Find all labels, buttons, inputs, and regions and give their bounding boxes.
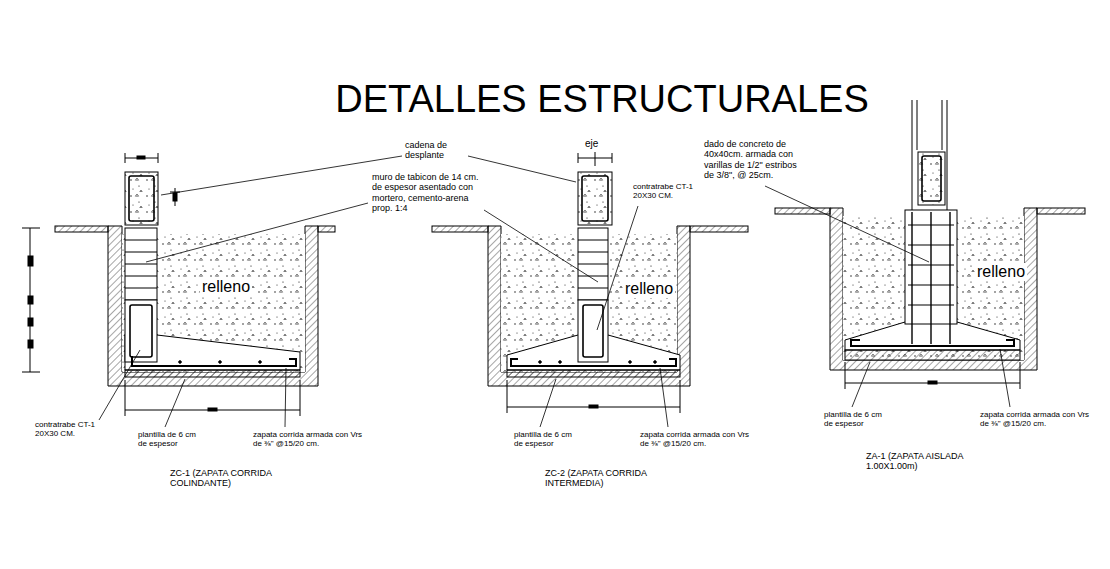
lean-concrete: [507, 370, 680, 377]
fill-label: relleno: [975, 263, 1027, 281]
block-wall: [125, 228, 157, 300]
callout-note: muro de tabicon de 14 cm. de espesor ase…: [372, 172, 484, 213]
rebar-dot: [654, 361, 657, 364]
dimension-line: [845, 362, 1020, 389]
dimension-mark: [28, 340, 33, 348]
leader-line: [99, 350, 140, 420]
leader-line: [146, 203, 368, 262]
footing-rebar: [511, 359, 676, 366]
fill-label: relleno: [623, 280, 675, 298]
fill-label: relleno: [200, 278, 252, 296]
dimension-mark: [28, 318, 33, 326]
detail-za1: [775, 100, 1085, 389]
axis-label: eje: [585, 138, 598, 150]
detail-caption: ZC-2 (ZAPATA CORRIDA INTERMEDIA): [545, 468, 657, 489]
dimension-mark: [137, 156, 145, 159]
leader-line: [597, 206, 638, 330]
dimension-line: [125, 153, 158, 163]
ground-surface: [432, 226, 488, 232]
leader-line: [852, 362, 870, 407]
callout-note: cadena de desplante: [405, 140, 469, 161]
lean-concrete: [125, 370, 300, 377]
rebar-dot: [539, 361, 542, 364]
footing-rebar: [132, 356, 296, 366]
rebar-dot: [629, 361, 632, 364]
dimension-mark: [28, 296, 33, 304]
ground-surface: [775, 208, 830, 214]
callout-note: plantilla de 6 cm de espesor: [138, 430, 200, 448]
leader-line: [484, 210, 598, 282]
callout-note: plantilla de 6 cm de espesor: [514, 430, 576, 448]
rebar-dot: [219, 361, 222, 364]
leader-line: [765, 186, 929, 262]
dimension-line: [22, 228, 40, 372]
axis-dimension: [578, 152, 612, 166]
detail-caption: ZA-1 (ZAPATA AISLADA 1.00X1.00m): [866, 451, 970, 472]
callout-note: zapata corrida armada con Vrs de ⅜" @15/…: [640, 430, 758, 448]
leader-line: [1000, 349, 1010, 407]
callout-note: dado de concreto de 40x40cm. armada con …: [704, 139, 808, 180]
grade-beam: [125, 300, 157, 362]
drawing-title: DETALLES ESTRUCTURALES: [4, 78, 1110, 122]
ground-surface: [690, 226, 748, 232]
leader-line: [285, 368, 286, 427]
leader-line: [468, 156, 576, 182]
detail-caption: ZC-1 (ZAPATA CORRIDA COLINDANTE): [170, 468, 282, 489]
tie-beam: [125, 172, 158, 225]
leader-line: [165, 379, 185, 427]
callout-note: plantilla de 6 cm de espesor: [824, 410, 886, 428]
dimension-mark: [208, 408, 217, 411]
footing-rebar: [851, 340, 1014, 346]
tie-beam-stirrup: [582, 176, 608, 221]
column: [912, 100, 947, 210]
rebar-dot: [259, 361, 262, 364]
excavation-wall: [830, 208, 1037, 370]
block-joints: [125, 240, 157, 288]
detail-zc2: [432, 152, 748, 413]
dimension-mark: [28, 256, 33, 266]
leader-line: [540, 379, 556, 427]
block-wall: [578, 228, 608, 300]
pier-rebar: [912, 212, 950, 344]
rebar-dot: [559, 361, 562, 364]
tie-beam-stirrup: [129, 176, 154, 221]
footing: [845, 322, 1020, 350]
callout-note: zapata corrida armada con Vrs de ⅜" @15/…: [980, 410, 1098, 428]
block-joints: [578, 240, 608, 288]
grade-beam-stirrup: [583, 305, 603, 357]
excavation-wall: [488, 226, 690, 386]
dimension-mark: [928, 381, 937, 384]
dimension-line: [125, 380, 300, 416]
ground-surface: [1037, 208, 1085, 214]
ground-surface: [55, 226, 108, 232]
rebar-dot: [179, 361, 182, 364]
excavation-wall: [108, 226, 318, 386]
pier-top: [918, 152, 945, 205]
lean-concrete: [845, 350, 1020, 360]
ground-surface: [318, 226, 335, 232]
dimension-line: [507, 380, 680, 413]
callout-note: contratrabe CT-1 20X30 CM.: [35, 420, 97, 438]
tie-beam: [578, 172, 612, 225]
dimension-mark: [589, 405, 598, 408]
callout-note: contratrabe CT-1 20X30 CM.: [633, 182, 699, 200]
pier-top-stirrup: [922, 156, 941, 201]
dimension-line: [170, 188, 180, 206]
leader-lines: [99, 156, 1010, 427]
dimension-mark: [173, 193, 177, 201]
callout-note: zapata corrida armada con Vrs de ⅜" @15/…: [253, 430, 371, 448]
grade-beam-stirrup: [130, 305, 152, 357]
leader-line: [161, 156, 402, 195]
leader-line: [660, 368, 668, 427]
pier-stirrups: [908, 225, 954, 305]
